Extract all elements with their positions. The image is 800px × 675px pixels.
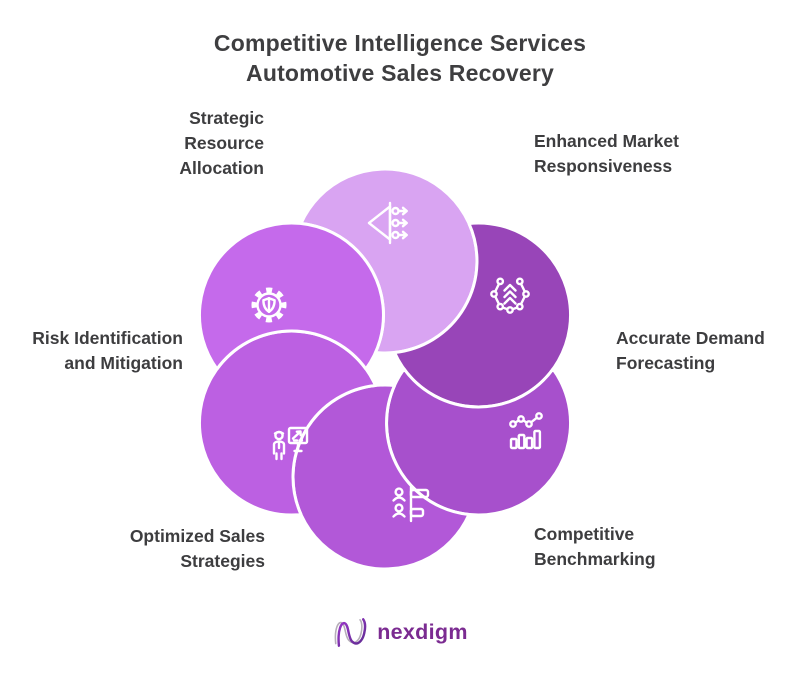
- label-line: Responsiveness: [534, 156, 673, 176]
- resource-allocation-icon: [367, 201, 408, 245]
- demand-forecasting-icon: [509, 412, 543, 450]
- label-line: Competitive: [534, 524, 635, 544]
- label-line: Benchmarking: [534, 549, 656, 569]
- label-line: Strategies: [180, 551, 265, 571]
- risk-mitigation-icon: [251, 287, 287, 323]
- title-line-2: Automotive Sales Recovery: [246, 60, 554, 86]
- label-competitive-benchmarking: Competitive Benchmarking: [534, 522, 656, 572]
- label-risk-identification-mitigation: Risk Identification and Mitigation: [32, 326, 183, 376]
- title-line-1: Competitive Intelligence Services: [213, 30, 587, 56]
- label-line: Strategic: [189, 108, 264, 128]
- label-line: Enhanced Market: [534, 131, 679, 151]
- nexdigm-logo: nexdigm: [0, 613, 800, 651]
- sales-strategies-icon: [272, 426, 309, 461]
- label-line: Optimized Sales: [129, 526, 265, 546]
- label-line: Risk Identification: [32, 328, 183, 348]
- label-line: Accurate Demand: [616, 328, 765, 348]
- page-title: Competitive Intelligence Services Automo…: [0, 28, 800, 88]
- label-line: and Mitigation: [64, 353, 183, 373]
- nexdigm-logo-mark: [334, 618, 367, 647]
- label-strategic-resource-allocation: Strategic Resource Allocation: [179, 106, 264, 181]
- benchmarking-icon: [392, 485, 430, 523]
- label-line: Resource: [184, 133, 264, 153]
- swirl-wheel: [197, 167, 573, 571]
- label-enhanced-market-responsiveness: Enhanced Market Responsiveness: [534, 129, 679, 179]
- blade-risk-identification-mitigation: [197, 221, 385, 371]
- nexdigm-logo-text: nexdigm: [377, 619, 468, 644]
- market-responsiveness-icon: [490, 277, 530, 314]
- label-line: Allocation: [179, 158, 264, 178]
- label-line: Forecasting: [616, 353, 716, 373]
- label-optimized-sales-strategies: Optimized Sales Strategies: [130, 524, 265, 574]
- label-accurate-demand-forecasting: Accurate Demand Forecasting: [616, 326, 765, 376]
